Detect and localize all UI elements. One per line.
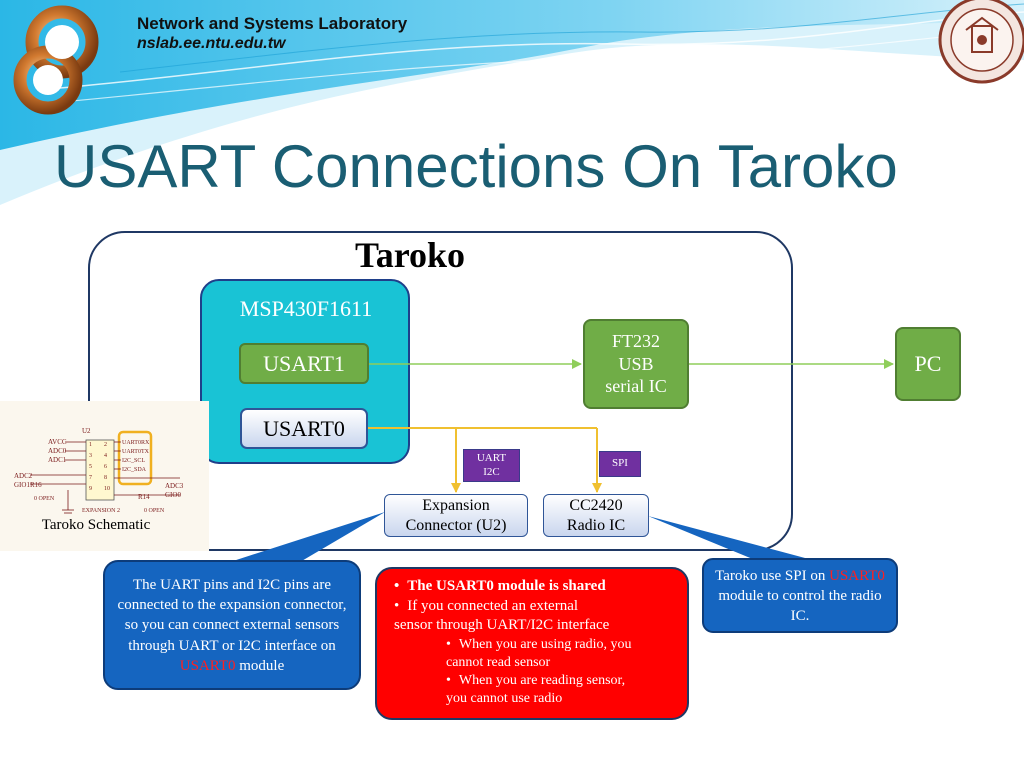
center-warning-text: •The USART0 module is shared •If you con… [384, 577, 684, 717]
warning-sub-bullet-2-cont: you cannot use radio [446, 691, 563, 707]
schematic-image [0, 401, 209, 551]
warning-sub-bullet-1-cont: cannot read sensor [446, 654, 551, 670]
schematic-pin-number: 6 [104, 464, 107, 470]
schematic-pin-number: 3 [89, 453, 92, 459]
schematic-pin-number: 4 [104, 453, 107, 459]
schematic-left-pin-label: ADC1 [48, 456, 67, 464]
ft232-line-1: FT232 [611, 331, 660, 352]
usart0-block: USART0 [240, 408, 368, 449]
schematic-open-label: 0 OPEN [144, 508, 165, 514]
schematic-pin-number: 9 [89, 486, 92, 492]
lab-logo [13, 5, 99, 115]
usart1-label: USART1 [263, 350, 345, 376]
schematic-right-extra-label: GIO0 [165, 491, 181, 499]
right-callout-highlight: USART0 [829, 567, 885, 584]
pc-label: PC [914, 351, 942, 376]
ft232-block: FT232 USB serial IC [583, 319, 689, 409]
schematic-right-pin-label: UART0RX [122, 440, 150, 446]
schematic-left-pin-label: ADC0 [48, 447, 67, 455]
schematic-right-extra-label: R14 [138, 493, 150, 501]
header-waves [0, 0, 1024, 205]
left-callout-text: The UART pins and I2C pins are connected… [104, 562, 360, 689]
university-seal [938, 0, 1024, 84]
left-callout-body: The UART pins and I2C pins are connected… [117, 576, 347, 654]
expansion-line-1: Expansion [422, 497, 490, 515]
uart-tag-line-2: I2C [483, 465, 500, 478]
schematic-chip-label: U2 [82, 427, 91, 435]
left-callout-tail: module [235, 657, 285, 674]
schematic-left-extra-label: GIO1R16 [14, 481, 42, 489]
left-callout-box [103, 560, 361, 690]
warning-bullet-2-cont: sensor through UART/I2C interface [394, 617, 610, 633]
schematic-left-extra-label: ADC2 [14, 472, 33, 480]
usart1-block: USART1 [239, 343, 369, 384]
warning-bullet-1: •The USART0 module is shared [394, 578, 606, 594]
expansion-line-2: Connector (U2) [405, 516, 507, 534]
page-title: USART Connections On Taroko [54, 133, 898, 200]
right-callout-box [702, 558, 898, 633]
right-callout-body: Taroko use SPI on [715, 567, 830, 584]
cc2420-line-2: Radio IC [566, 516, 626, 534]
warning-bullet-2: •If you connected an external [394, 597, 579, 614]
right-callout-tail: module to control the radio IC. [718, 587, 882, 625]
left-callout-pointer [230, 512, 385, 562]
schematic-right-pin-label: I2C_SCL [122, 458, 145, 464]
cc2420-line-1: CC2420 [569, 497, 623, 515]
schematic-pin-number: 8 [104, 475, 107, 481]
uart-i2c-tag: UART I2C [463, 449, 520, 482]
right-callout-pointer [648, 516, 820, 562]
schematic-pin-number: 10 [104, 486, 110, 492]
schematic-open-label: 0 OPEN [34, 496, 55, 502]
schematic-left-pin-label: AVCC [48, 438, 67, 446]
schematic-right-extra-label: ADC3 [165, 482, 184, 490]
schematic-pin-number: 1 [89, 442, 92, 448]
taroko-label: Taroko [355, 235, 466, 275]
warning-sub-bullet-2: •When you are reading sensor, [446, 672, 626, 688]
right-callout-text: Taroko use SPI on USART0 module to contr… [703, 560, 897, 632]
schematic-right-pin-label: UART0TX [122, 449, 150, 455]
schematic-pin-number: 7 [89, 475, 92, 481]
warning-sub-bullet-1: •When you are using radio, you [446, 636, 632, 652]
left-callout-highlight: USART0 [179, 657, 236, 674]
spi-tag: SPI [599, 451, 641, 477]
uart-tag-line-1: UART [476, 451, 507, 464]
usart0-label: USART0 [263, 415, 345, 441]
ft232-line-2: USB [618, 353, 654, 374]
mcu-label: MSP430F1611 [239, 296, 373, 321]
lab-name: Network and Systems Laboratory [137, 14, 408, 33]
expansion-connector-block: Expansion Connector (U2) [384, 494, 528, 537]
spi-tag-label: SPI [612, 457, 628, 470]
ft232-line-3: serial IC [605, 376, 667, 397]
schematic-pin-number: 5 [89, 464, 92, 470]
cc2420-block: CC2420 Radio IC [543, 494, 649, 537]
schematic-right-pin-label: I2C_SDA [122, 467, 147, 473]
schematic-pin-number: 2 [104, 442, 107, 448]
schematic-caption: Taroko Schematic [41, 517, 151, 533]
schematic-footer-label: EXPANSION 2 [82, 508, 120, 514]
center-warning-box [375, 567, 689, 720]
lab-url: nslab.ee.ntu.edu.tw [137, 35, 286, 52]
pc-block: PC [895, 327, 961, 401]
